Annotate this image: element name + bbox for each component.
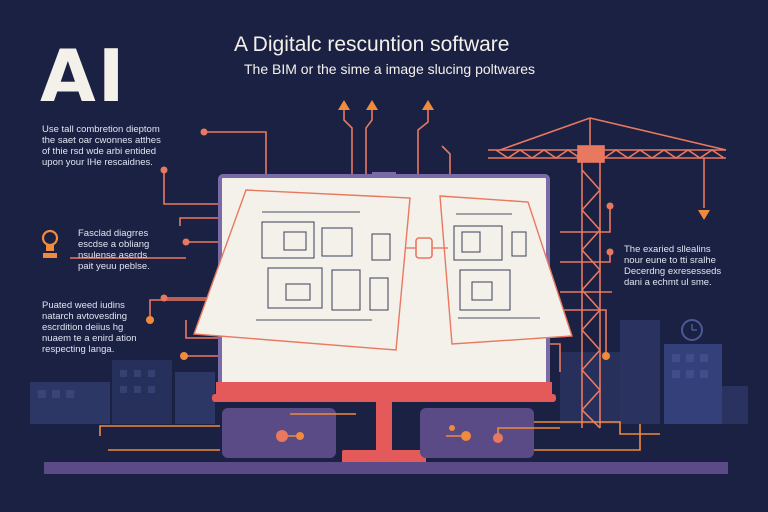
clock-icon [681, 319, 703, 341]
note-right: The exaried sllealins nour eune to tti s… [624, 244, 722, 288]
blueprint-left [193, 189, 411, 351]
note-mid-left: Fasclad diagrres escdse a obliang nsulen… [78, 228, 150, 272]
base-panels [44, 408, 728, 474]
lightbulb-icon [41, 229, 59, 258]
page-subtitle: The BIM or the sime a image slucing polt… [244, 61, 536, 77]
gear-icons [276, 425, 503, 443]
city-skyline [30, 320, 748, 424]
wire-nodes [146, 128, 614, 360]
page-title: A Digitalc rescuntion software [234, 33, 510, 56]
blueprint-right [439, 195, 573, 345]
arrow-icons [338, 100, 434, 110]
crane-hook [698, 210, 710, 220]
note-bottom-left: Puated weed iudins natarch avtovesding e… [42, 300, 137, 355]
note-top-left: Use tall combretion dieptom the saet oar… [42, 124, 161, 168]
connector-icon [406, 237, 448, 259]
ai-logo-text: AI [40, 34, 127, 118]
crane-icon [488, 117, 727, 429]
